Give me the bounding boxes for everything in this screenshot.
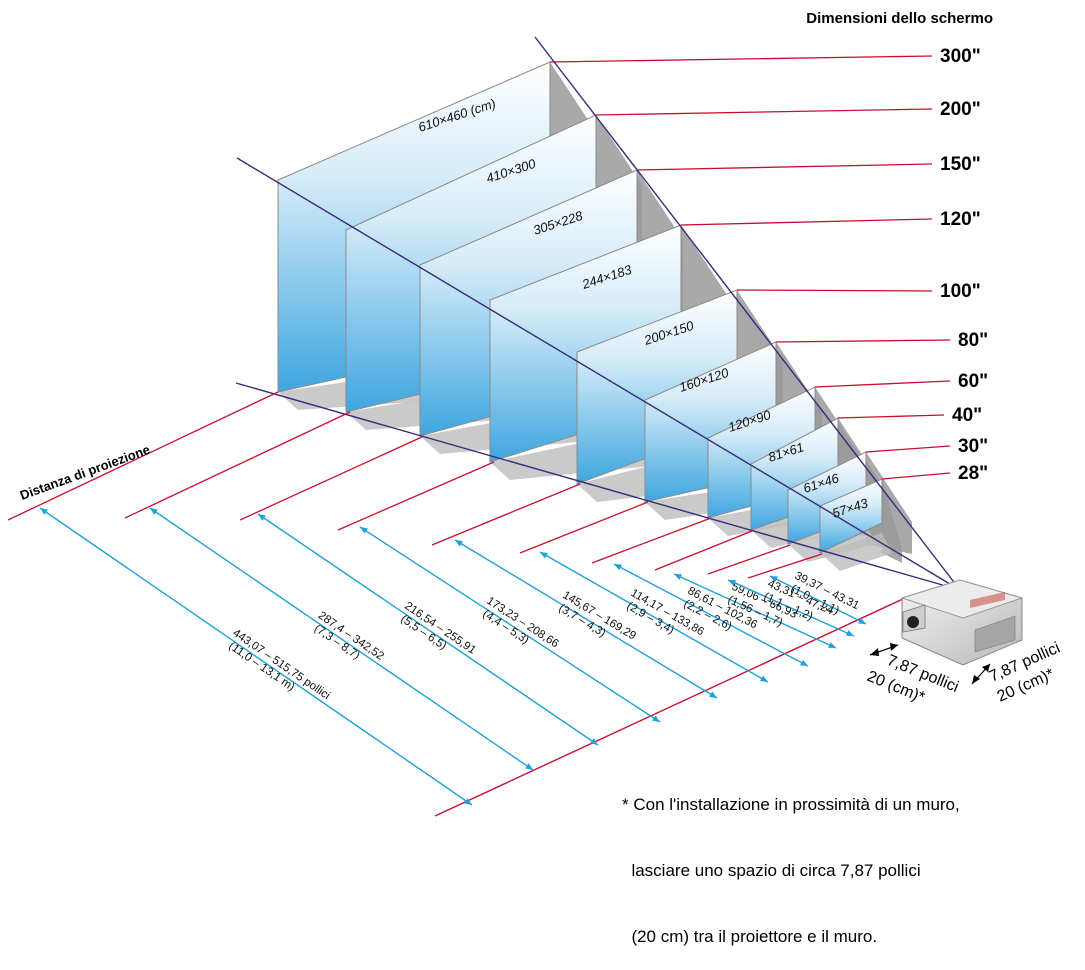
arrowhead bbox=[674, 574, 682, 580]
clearance-arrowhead bbox=[890, 643, 898, 651]
screen-shadow bbox=[866, 452, 912, 554]
arrowhead bbox=[360, 527, 368, 534]
screen-size-label: 150" bbox=[940, 154, 981, 175]
beam-line bbox=[235, 382, 961, 591]
projector-lens-icon bbox=[907, 616, 919, 628]
beam-line bbox=[534, 36, 961, 591]
screen-size-label: 80" bbox=[958, 330, 988, 351]
distance-arrow-line bbox=[769, 575, 867, 625]
distance-arrow-line bbox=[257, 513, 599, 746]
arrowhead bbox=[652, 715, 660, 722]
arrowhead bbox=[800, 659, 808, 666]
arrowhead bbox=[150, 508, 158, 515]
distance-arrow-line bbox=[673, 573, 837, 649]
clearance-arrowhead bbox=[870, 648, 879, 656]
screen-shadow bbox=[882, 479, 902, 563]
distance-arrow-line bbox=[727, 579, 855, 637]
distance-tick-line bbox=[519, 501, 649, 554]
screen-size-label: 120" bbox=[940, 209, 981, 230]
arrowhead bbox=[770, 576, 778, 583]
distance-tick-line bbox=[239, 435, 425, 521]
distance-tick-line bbox=[124, 411, 351, 519]
footnote-line-2: lasciare uno spazio di circa 7,87 pollic… bbox=[622, 861, 921, 880]
baseline-line bbox=[434, 597, 906, 817]
size-callout-line bbox=[865, 445, 951, 453]
distance-tick-line bbox=[7, 391, 279, 521]
screen-size-label: 100" bbox=[940, 281, 981, 302]
distance-tick-line bbox=[707, 544, 791, 575]
screen-size-label: 30" bbox=[958, 436, 988, 457]
installation-footnote: * Con l'installazione in prossimità di u… bbox=[622, 750, 960, 970]
distance-arrow-line bbox=[359, 526, 661, 723]
arrowhead bbox=[590, 738, 598, 745]
beam-lines bbox=[235, 36, 961, 591]
size-callout-line bbox=[636, 163, 933, 171]
screen-size-title: Dimensioni dello schermo bbox=[806, 10, 993, 27]
distance-label-primary: 443,07 – 515,75 pollici bbox=[230, 627, 332, 702]
screen-size-label: 60" bbox=[958, 371, 988, 392]
arrowhead bbox=[525, 763, 533, 770]
arrowhead bbox=[455, 540, 463, 547]
size-callout-line bbox=[680, 218, 933, 226]
distance-tick-line bbox=[337, 461, 495, 531]
distance-title: Distanza di proiezione bbox=[18, 442, 152, 503]
distance-arrow-line bbox=[613, 563, 809, 667]
size-callout-line bbox=[814, 380, 951, 388]
arrowhead bbox=[858, 617, 866, 624]
projector-illustration bbox=[900, 579, 1024, 666]
screen-size-label: 300" bbox=[940, 46, 981, 67]
arrowhead bbox=[709, 691, 717, 698]
size-callout-line bbox=[736, 289, 933, 292]
arrowhead bbox=[760, 675, 768, 682]
beam-line bbox=[236, 157, 961, 591]
distance-arrow-line bbox=[454, 539, 718, 699]
clearance-arrowhead bbox=[982, 664, 990, 672]
distance-arrow-line bbox=[539, 551, 769, 683]
arrowhead bbox=[540, 552, 548, 559]
distance-arrow-line bbox=[149, 507, 534, 771]
distance-tick-line bbox=[654, 530, 753, 571]
arrowhead bbox=[614, 564, 622, 571]
arrowhead bbox=[828, 642, 836, 648]
arrowhead bbox=[258, 514, 266, 521]
screen-size-label: 40" bbox=[952, 405, 982, 426]
footnote-line-3: (20 cm) tra il proiettore e il muro. bbox=[622, 927, 878, 946]
arrowhead bbox=[846, 630, 854, 636]
arrowhead bbox=[40, 508, 48, 515]
size-callout-line bbox=[837, 414, 945, 419]
clearance-arrowhead bbox=[972, 675, 980, 684]
distance-tick-line bbox=[591, 517, 712, 564]
arrowhead bbox=[464, 798, 472, 805]
distance-arrow-line bbox=[39, 507, 473, 806]
floor-shadow bbox=[820, 533, 892, 571]
arrowhead bbox=[728, 580, 736, 586]
screen-size-label: 28" bbox=[958, 463, 988, 484]
distance-tick-line bbox=[747, 553, 823, 579]
footnote-line-1: * Con l'installazione in prossimità di u… bbox=[622, 795, 960, 814]
size-callout-line bbox=[595, 108, 933, 116]
screen-face bbox=[819, 478, 883, 554]
size-callout-line bbox=[881, 472, 951, 480]
screen-size-label: 200" bbox=[940, 99, 981, 120]
size-callout-line bbox=[549, 55, 933, 63]
size-callout-line bbox=[775, 339, 951, 343]
distance-tick-line bbox=[431, 483, 581, 546]
